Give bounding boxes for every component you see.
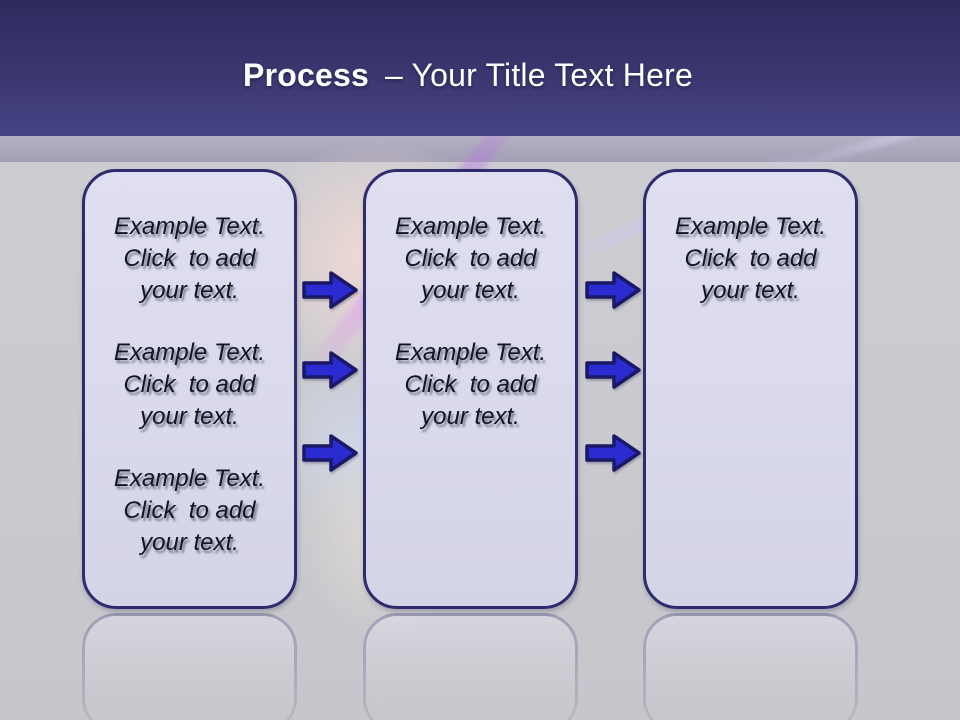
process-arrow[interactable] [302, 433, 359, 473]
placeholder-text[interactable]: Example Text. Click to add your text. [113, 339, 266, 430]
right-arrow-icon [302, 271, 358, 309]
placeholder-text[interactable]: Example Text. Click to add your text. [674, 213, 827, 304]
placeholder-text[interactable]: Example Text. Click to add your text. [394, 339, 547, 430]
box-reflection [82, 613, 297, 720]
header-divider-band [0, 136, 960, 162]
box-reflection [363, 613, 578, 720]
process-arrow[interactable] [585, 433, 642, 473]
process-box-3[interactable]: Example Text. Click to add your text. [643, 169, 858, 609]
placeholder-text[interactable]: Example Text. Click to add your text. [113, 465, 266, 556]
process-arrow[interactable] [302, 270, 359, 310]
box-reflection [643, 613, 858, 720]
process-arrow[interactable] [585, 350, 642, 390]
title-keyword: Process [243, 57, 369, 93]
right-arrow-icon [302, 434, 358, 472]
process-arrow[interactable] [585, 270, 642, 310]
right-arrow-icon [585, 434, 641, 472]
process-box-2[interactable]: Example Text. Click to add your text. Ex… [363, 169, 578, 609]
placeholder-text[interactable]: Example Text. Click to add your text. [394, 213, 547, 304]
placeholder-text[interactable]: Example Text. Click to add your text. [113, 213, 266, 304]
title-bar: Process – Your Title Text Here [0, 0, 960, 136]
slide-title[interactable]: Process – Your Title Text Here [243, 43, 717, 93]
title-subtitle: – Your Title Text Here [384, 57, 693, 93]
process-box-1[interactable]: Example Text. Click to add your text. Ex… [82, 169, 297, 609]
right-arrow-icon [585, 351, 641, 389]
right-arrow-icon [585, 271, 641, 309]
right-arrow-icon [302, 351, 358, 389]
process-arrow[interactable] [302, 350, 359, 390]
